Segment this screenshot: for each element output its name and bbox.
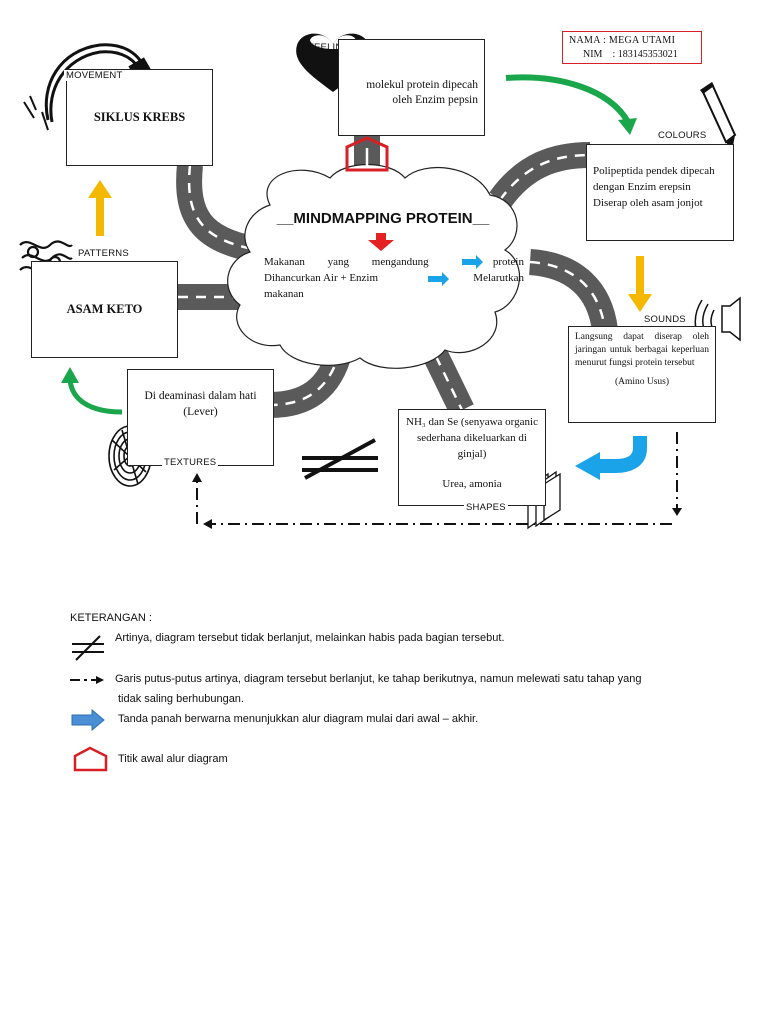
legend-not-equal-icon [72, 635, 104, 661]
polipeptida-node: Polipeptida pendek dipecah dengan Enzim … [586, 144, 734, 241]
speaker-icon [694, 296, 741, 343]
center-line-2b: Melarutkan [473, 272, 524, 284]
legend-blue-arrow-icon [71, 708, 105, 732]
center-line-2a: Dihancurkan Air + Enzim [264, 272, 379, 284]
yellow-arrow-up [88, 180, 112, 198]
center-line-1a: Makanan yang mengandung [264, 256, 429, 268]
asam-keto-node: ASAM KETO [31, 261, 178, 358]
road-to-krebs [176, 163, 261, 263]
deaminasi-text: Di deaminasi dalam hati (Lever) [144, 390, 257, 418]
legend-item-1: Artinya, diagram tersebut tidak berlanju… [115, 632, 505, 644]
center-line-1b: protein [492, 256, 524, 268]
legend-item-2a: Garis putus-putus artinya, diagram terse… [115, 673, 642, 685]
blue-arrow-center-1 [462, 255, 483, 269]
dashed-flow-line [196, 432, 678, 525]
legend-item-4: Titik awal alur diagram [118, 753, 228, 765]
shapes-label: SHAPES [464, 502, 508, 513]
legend-heading: KETERANGAN : [70, 612, 152, 624]
nh3-node: NH₃ dan Se (senyawa organic sederhana di… [398, 409, 546, 506]
deaminasi-node: Di deaminasi dalam hati (Lever) [127, 369, 274, 466]
center-cloud [227, 163, 521, 369]
textures-label: TEXTURES [162, 457, 219, 468]
green-arrow-top [505, 74, 631, 124]
langsung-node: Langsung dapat diserap oleh jaringan unt… [568, 326, 716, 423]
amino-text: (Amino Usus) [614, 377, 670, 387]
urea-text: Urea, amonia [442, 478, 502, 490]
road-to-polipeptida [489, 142, 591, 208]
colours-label: COLOURS [656, 130, 709, 141]
movement-label: MOVEMENT [64, 70, 125, 81]
pepsin-text: molekul protein dipecah oleh Enzim pepsi… [366, 79, 478, 106]
identity-box: NAMA : MEGA UTAMI NIM : 183145353021 [562, 31, 702, 64]
asam-keto-text: ASAM KETO [66, 302, 143, 316]
red-down-arrow [368, 233, 394, 251]
patterns-label: PATTERNS [76, 248, 131, 259]
sounds-label: SOUNDS [642, 314, 688, 325]
legend-start-icon [73, 746, 108, 772]
center-line-3: makanan [264, 288, 304, 300]
legend-item-3: Tanda panah berwarna menunjukkan alur di… [118, 713, 479, 725]
road-to-langsung [528, 249, 618, 333]
center-title: __MINDMAPPING PROTEIN__ [276, 210, 490, 227]
identity-nim: NIM : 183145353021 [583, 49, 678, 60]
pepsin-node: molekul protein dipecah oleh Enzim pepsi… [338, 39, 485, 136]
yellow-arrow-down [628, 294, 652, 312]
langsung-text: Langsung dapat diserap oleh jaringan unt… [575, 332, 709, 368]
identity-name: NAMA : MEGA UTAMI [569, 35, 676, 46]
center-text: Makanan yang mengandung protein Dihancur… [264, 254, 524, 302]
polipeptida-text-a: Polipeptida pendek dipecah dengan Enzim … [593, 165, 715, 193]
start-point-icon [345, 136, 389, 172]
krebs-text: SIKLUS KREBS [93, 110, 186, 124]
nh3-text: NH₃ dan Se (senyawa organic sederhana di… [406, 416, 538, 460]
not-continuing-icon [302, 438, 378, 480]
blue-arrow-center-2 [428, 272, 449, 286]
krebs-node: SIKLUS KREBS [66, 69, 213, 166]
blue-curved-arrow [598, 436, 647, 473]
legend-item-2b: tidak saling berhubungan. [118, 693, 244, 705]
polipeptida-text-b: Diserap oleh asam jonjot [593, 197, 703, 209]
green-arrow-left [67, 379, 123, 415]
feelings-label: FEELINGS [308, 42, 357, 53]
